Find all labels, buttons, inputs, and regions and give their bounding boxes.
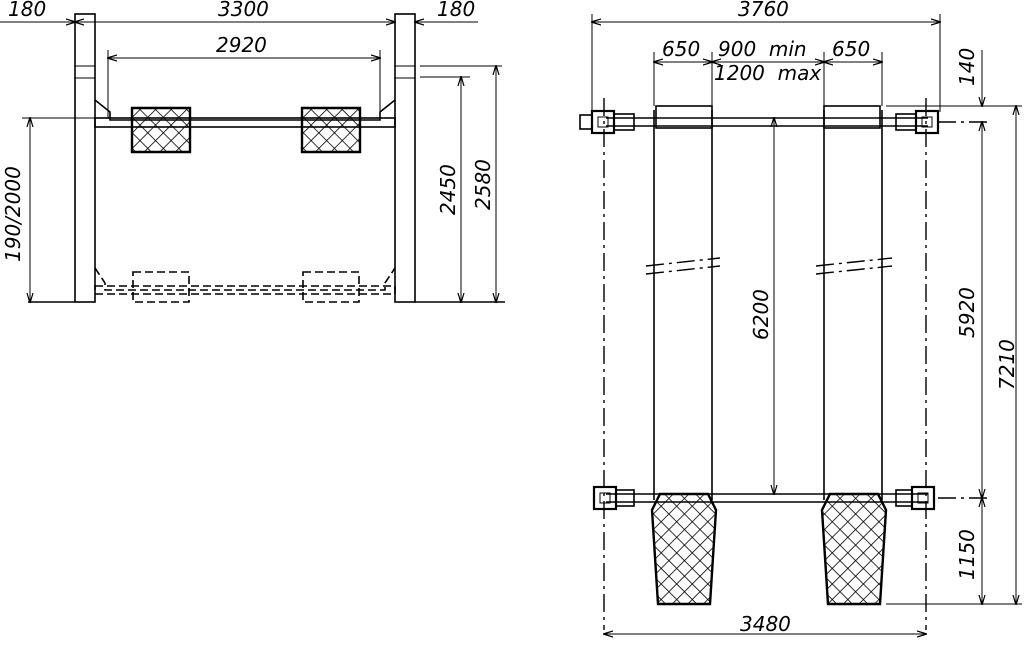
- top-view: 3760 650 900 min 1200 max 650 140 6200 5…: [579, 0, 1022, 636]
- crossbeam-front: [606, 117, 928, 127]
- crossbar-lowered: [94, 267, 396, 303]
- dim-base-width: 3480: [740, 612, 791, 636]
- dim-offset-top: 140: [955, 48, 979, 86]
- dim-overall-width: 3300: [218, 0, 269, 21]
- side-view: 180 3300 180 2920 190/2000 2450 2580: [0, 0, 505, 302]
- dim-overall-length: 7210: [995, 339, 1019, 390]
- dim-runway-right: 650: [832, 37, 870, 61]
- post-rear-right: [895, 485, 936, 511]
- left-post: [74, 13, 96, 303]
- dim-post-right: 180: [437, 0, 475, 21]
- post-front-left: [579, 109, 635, 135]
- runway-right: [823, 105, 883, 500]
- dim-runway-left: 650: [662, 37, 700, 61]
- ramp-right: [820, 492, 888, 606]
- post-rear-left: [592, 485, 635, 511]
- wheel-pad-left: [130, 106, 192, 154]
- dim-gap-max: 1200 max: [714, 61, 821, 85]
- runway-left: [653, 105, 713, 500]
- break-lines: [645, 257, 893, 275]
- dim-post-spacing: 5920: [955, 287, 979, 338]
- post-front-right: [895, 109, 940, 135]
- right-post: [394, 13, 416, 303]
- dim-gap-min: 900 min: [718, 37, 807, 61]
- dim-runway-length: 6200: [749, 289, 773, 340]
- dim-lift-height: 190/2000: [1, 166, 25, 262]
- wheel-pad-right: [300, 106, 362, 154]
- dim-rear-extension: 1150: [955, 529, 979, 580]
- dim-post-left: 180: [8, 0, 46, 21]
- dim-height-outer: 2580: [471, 159, 495, 210]
- dim-top-overall-width: 3760: [738, 0, 789, 21]
- dim-height-inner: 2450: [436, 164, 460, 215]
- ramp-left: [650, 492, 718, 606]
- dim-inner-width: 2920: [216, 33, 267, 57]
